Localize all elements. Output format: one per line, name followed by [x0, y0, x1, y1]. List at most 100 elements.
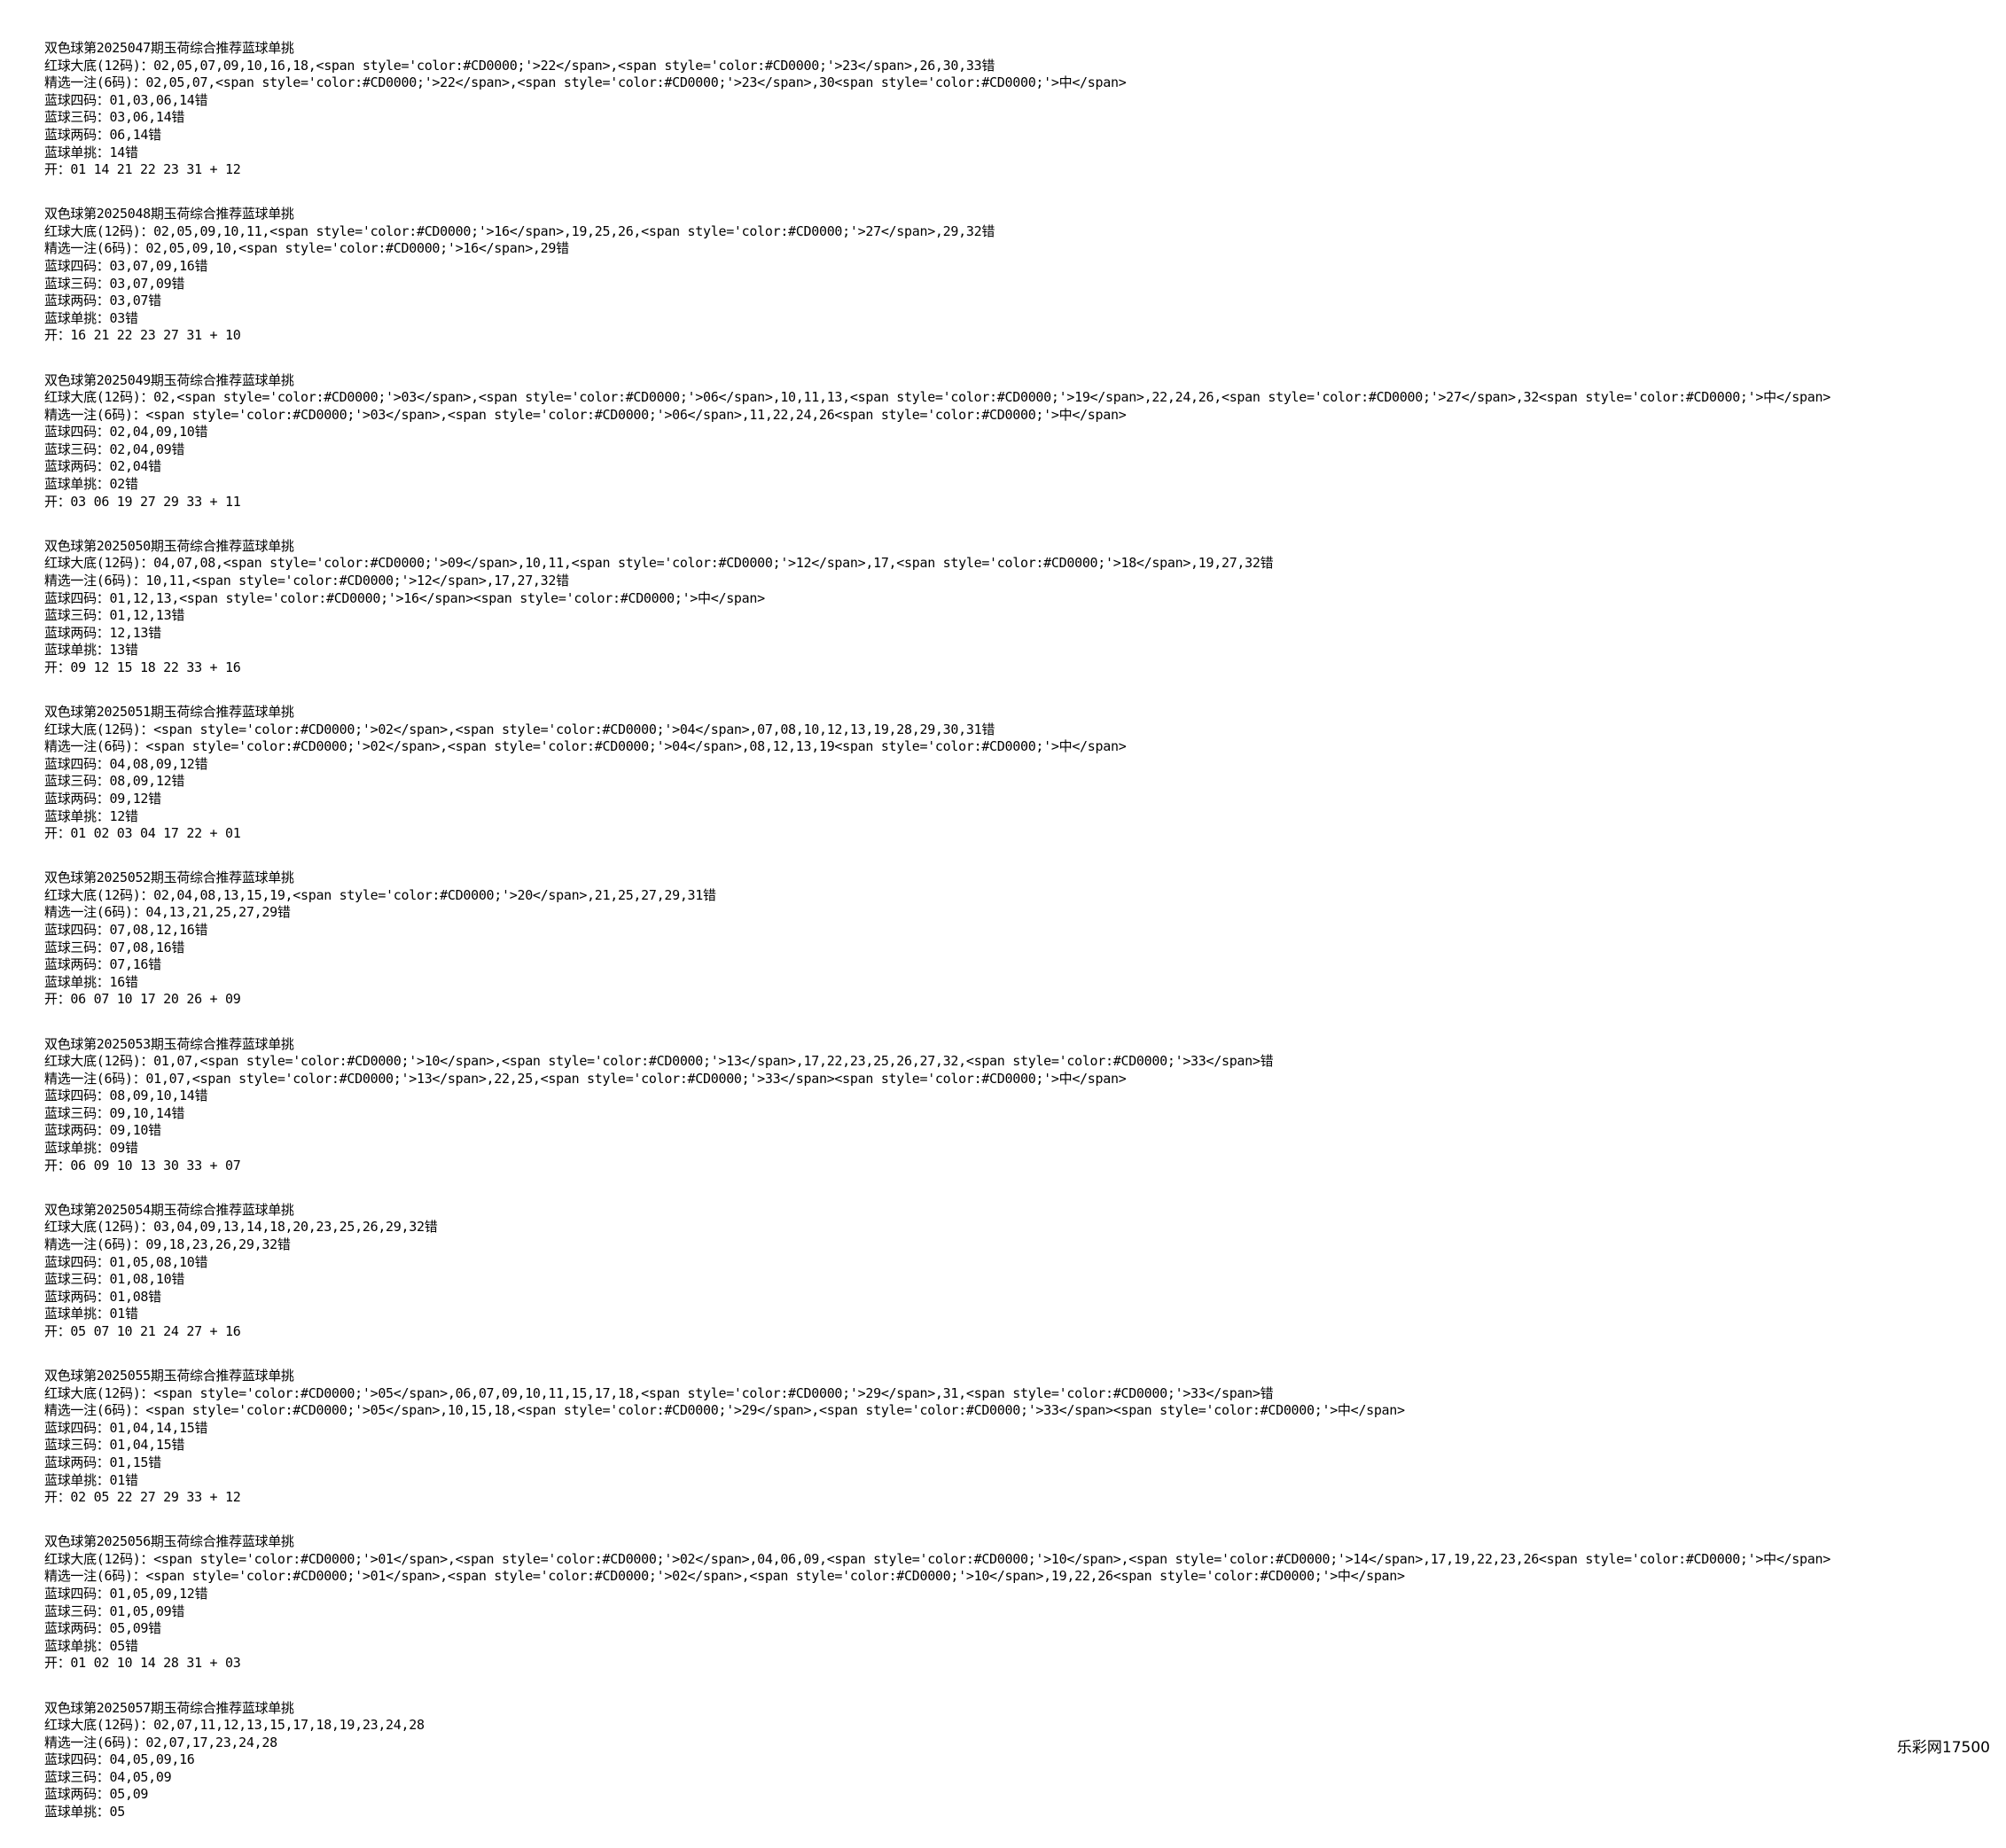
prediction-line: 蓝球三码：02,04,09错 [44, 441, 185, 457]
prediction-line: 蓝球两码：01,15错 [44, 1454, 161, 1470]
issue-entry: 双色球第2025055期玉荷综合推荐蓝球单挑红球大底(12码)：<span st… [44, 1368, 1986, 1507]
prediction-line: 蓝球单挑：01错 [44, 1471, 138, 1488]
prediction-line: 蓝球三码：03,07,09错 [44, 275, 185, 292]
site-watermark: 乐彩网17500 [1896, 1739, 1990, 1757]
draw-result-line: 开：01 02 10 14 28 31 + 03 [44, 1655, 241, 1672]
prediction-line: 蓝球两码：06,14错 [44, 126, 161, 143]
issue-title: 双色球第2025050期玉荷综合推荐蓝球单挑 [44, 537, 294, 554]
prediction-line: 精选一注(6码)：02,05,09,10,<span style='color:… [44, 240, 569, 257]
issue-entry: 双色球第2025056期玉荷综合推荐蓝球单挑红球大底(12码)：<span st… [44, 1533, 1986, 1673]
document-body: 双色球第2025047期玉荷综合推荐蓝球单挑红球大底(12码)：02,05,07… [44, 40, 1986, 1848]
prediction-line: 蓝球四码：01,05,09,12错 [44, 1586, 208, 1602]
draw-result-line: 开：09 12 15 18 22 33 + 16 [44, 659, 241, 675]
prediction-line: 蓝球三码：01,04,15错 [44, 1437, 185, 1454]
issue-entry: 双色球第2025049期玉荷综合推荐蓝球单挑红球大底(12码)：02,<span… [44, 372, 1986, 511]
prediction-line: 蓝球四码：02,04,09,10错 [44, 424, 208, 441]
issue-entry: 双色球第2025047期玉荷综合推荐蓝球单挑红球大底(12码)：02,05,07… [44, 40, 1986, 179]
prediction-line: 红球大底(12码)：04,07,08,<span style='color:#C… [44, 555, 1274, 572]
prediction-line: 红球大底(12码)：<span style='color:#CD0000;'>0… [44, 1550, 1830, 1567]
prediction-line: 蓝球两码：02,04错 [44, 458, 161, 475]
prediction-line: 精选一注(6码)：09,18,23,26,29,32错 [44, 1236, 291, 1252]
draw-result-line: 开：06 07 10 17 20 26 + 09 [44, 991, 241, 1008]
issue-entry: 双色球第2025057期玉荷综合推荐蓝球单挑红球大底(12码)：02,07,11… [44, 1700, 1986, 1821]
prediction-line: 蓝球单挑：01错 [44, 1306, 138, 1322]
prediction-line: 蓝球单挑：12错 [44, 807, 138, 824]
prediction-line: 蓝球两码：03,07错 [44, 292, 161, 309]
prediction-line: 蓝球四码：01,12,13,<span style='color:#CD0000… [44, 589, 765, 606]
prediction-line: 蓝球四码：01,04,14,15错 [44, 1419, 208, 1436]
issue-title: 双色球第2025057期玉荷综合推荐蓝球单挑 [44, 1699, 294, 1716]
prediction-line: 红球大底(12码)：02,05,09,10,11,<span style='co… [44, 222, 995, 239]
prediction-line: 蓝球四码：08,09,10,14错 [44, 1088, 208, 1104]
prediction-line: 精选一注(6码)：04,13,21,25,27,29错 [44, 904, 291, 921]
draw-result-line: 开：02 05 22 27 29 33 + 12 [44, 1489, 241, 1506]
prediction-line: 红球大底(12码)：<span style='color:#CD0000;'>0… [44, 721, 995, 737]
prediction-line: 蓝球三码：01,08,10错 [44, 1271, 185, 1288]
prediction-line: 精选一注(6码)：<span style='color:#CD0000;'>03… [44, 406, 1127, 423]
issue-entry: 双色球第2025048期玉荷综合推荐蓝球单挑红球大底(12码)：02,05,09… [44, 206, 1986, 345]
prediction-line: 蓝球两码：12,13错 [44, 624, 161, 641]
prediction-line: 蓝球三码：01,12,13错 [44, 607, 185, 624]
prediction-line: 红球大底(12码)：02,07,11,12,13,15,17,18,19,23,… [44, 1717, 425, 1734]
prediction-line: 蓝球三码：03,06,14错 [44, 109, 185, 126]
issue-title: 双色球第2025055期玉荷综合推荐蓝球单挑 [44, 1368, 294, 1384]
prediction-line: 精选一注(6码)：<span style='color:#CD0000;'>02… [44, 738, 1127, 755]
prediction-line: 红球大底(12码)：02,04,08,13,15,19,<span style=… [44, 886, 716, 903]
prediction-line: 蓝球单挑：03错 [44, 309, 138, 326]
prediction-line: 蓝球两码：05,09 [44, 1786, 149, 1803]
prediction-line: 蓝球单挑：14错 [44, 144, 138, 160]
issue-title: 双色球第2025047期玉荷综合推荐蓝球单挑 [44, 40, 294, 56]
prediction-line: 蓝球两码：01,08错 [44, 1288, 161, 1305]
prediction-line: 精选一注(6码)：<span style='color:#CD0000;'>01… [44, 1568, 1405, 1585]
prediction-line: 红球大底(12码)：02,<span style='color:#CD0000;… [44, 389, 1830, 406]
prediction-line: 精选一注(6码)：01,07,<span style='color:#CD000… [44, 1070, 1127, 1087]
prediction-line: 蓝球三码：08,09,12错 [44, 773, 185, 790]
issue-entry: 双色球第2025054期玉荷综合推荐蓝球单挑红球大底(12码)：03,04,09… [44, 1202, 1986, 1341]
issue-title: 双色球第2025053期玉荷综合推荐蓝球单挑 [44, 1035, 294, 1052]
prediction-line: 精选一注(6码)：02,07,17,23,24,28 [44, 1734, 277, 1751]
prediction-line: 蓝球单挑：02错 [44, 476, 138, 493]
prediction-line: 精选一注(6码)：02,05,07,<span style='color:#CD… [44, 74, 1127, 91]
draw-result-line: 开：06 09 10 13 30 33 + 07 [44, 1157, 241, 1174]
prediction-line: 蓝球四码：04,05,09,16 [44, 1751, 195, 1768]
prediction-line: 蓝球四码：01,03,06,14错 [44, 91, 208, 108]
issue-title: 双色球第2025056期玉荷综合推荐蓝球单挑 [44, 1533, 294, 1550]
issue-title: 双色球第2025048期玉荷综合推荐蓝球单挑 [44, 206, 294, 222]
prediction-line: 蓝球三码：09,10,14错 [44, 1104, 185, 1121]
prediction-line: 蓝球单挑：05 [44, 1804, 125, 1821]
issue-entry: 双色球第2025051期玉荷综合推荐蓝球单挑红球大底(12码)：<span st… [44, 704, 1986, 843]
prediction-line: 蓝球两码：09,12错 [44, 790, 161, 807]
prediction-line: 红球大底(12码)：03,04,09,13,14,18,20,23,25,26,… [44, 1219, 438, 1236]
draw-result-line: 开：16 21 22 23 27 31 + 10 [44, 327, 241, 344]
prediction-line: 精选一注(6码)：10,11,<span style='color:#CD000… [44, 572, 569, 589]
prediction-line: 红球大底(12码)：01,07,<span style='color:#CD00… [44, 1053, 1274, 1070]
prediction-line: 蓝球单挑：16错 [44, 973, 138, 990]
prediction-line: 蓝球三码：04,05,09 [44, 1768, 172, 1785]
prediction-line: 蓝球两码：07,16错 [44, 956, 161, 973]
issue-entry: 双色球第2025053期玉荷综合推荐蓝球单挑红球大底(12码)：01,07,<s… [44, 1036, 1986, 1175]
prediction-line: 蓝球三码：01,05,09错 [44, 1602, 185, 1619]
prediction-line: 精选一注(6码)：<span style='color:#CD0000;'>05… [44, 1402, 1405, 1419]
prediction-line: 蓝球四码：01,05,08,10错 [44, 1253, 208, 1270]
draw-result-line: 开：05 07 10 21 24 27 + 16 [44, 1322, 241, 1339]
issue-title: 双色球第2025051期玉荷综合推荐蓝球单挑 [44, 704, 294, 720]
prediction-line: 蓝球两码：05,09错 [44, 1620, 161, 1637]
issue-entry: 双色球第2025050期玉荷综合推荐蓝球单挑红球大底(12码)：04,07,08… [44, 538, 1986, 677]
draw-result-line: 开：01 02 03 04 17 22 + 01 [44, 825, 241, 842]
prediction-line: 红球大底(12码)：02,05,07,09,10,16,18,<span sty… [44, 57, 995, 74]
prediction-line: 蓝球单挑：09错 [44, 1140, 138, 1157]
issue-entry: 双色球第2025052期玉荷综合推荐蓝球单挑红球大底(12码)：02,04,08… [44, 869, 1986, 1009]
prediction-line: 蓝球四码：04,08,09,12错 [44, 755, 208, 772]
prediction-line: 蓝球单挑：05错 [44, 1637, 138, 1654]
prediction-line: 蓝球三码：07,08,16错 [44, 939, 185, 955]
prediction-line: 红球大底(12码)：<span style='color:#CD0000;'>0… [44, 1384, 1274, 1401]
prediction-line: 蓝球四码：03,07,09,16错 [44, 258, 208, 275]
issue-title: 双色球第2025049期玉荷综合推荐蓝球单挑 [44, 371, 294, 388]
prediction-line: 蓝球两码：09,10错 [44, 1122, 161, 1139]
issue-title: 双色球第2025054期玉荷综合推荐蓝球单挑 [44, 1201, 294, 1218]
issue-title: 双色球第2025052期玉荷综合推荐蓝球单挑 [44, 869, 294, 886]
draw-result-line: 开：03 06 19 27 29 33 + 11 [44, 493, 241, 510]
prediction-line: 蓝球单挑：13错 [44, 642, 138, 659]
prediction-line: 蓝球四码：07,08,12,16错 [44, 922, 208, 939]
draw-result-line: 开：01 14 21 22 23 31 + 12 [44, 161, 241, 178]
